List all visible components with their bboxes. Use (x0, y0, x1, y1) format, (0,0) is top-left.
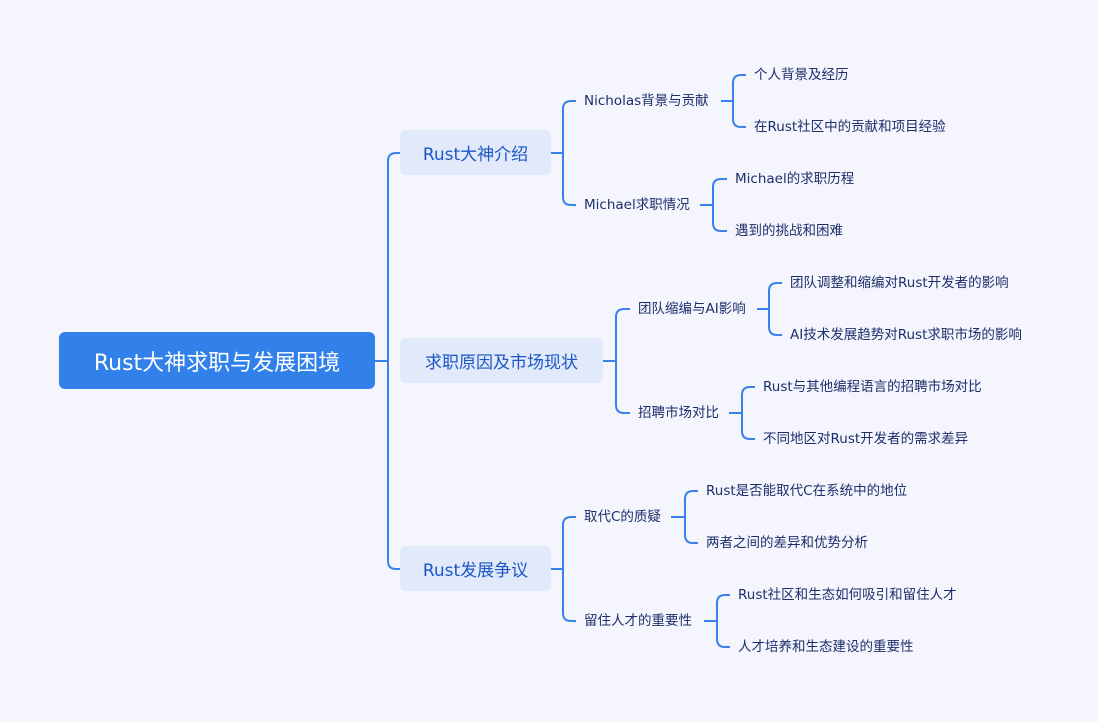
subtopic-1-0-connector-bracket (768, 282, 782, 336)
root-node[interactable]: Rust大神求职与发展困境 (59, 332, 375, 389)
branch-1-connector-bracket (615, 308, 630, 414)
root-label: Rust大神求职与发展困境 (93, 350, 341, 376)
leaf-node-0-0-0[interactable]: 个人背景及经历 (754, 67, 849, 83)
leaf-node-2-0-0[interactable]: Rust是否能取代C在系统中的地位 (706, 483, 908, 499)
leaf-node-1-1-1[interactable]: 不同地区对Rust开发者的需求差异 (763, 431, 969, 447)
subtopic-0-1-connector-bracket (712, 178, 727, 232)
subtopic-node-0-1[interactable]: Michael求职情况 (584, 197, 690, 213)
branch-node-0[interactable]: Rust大神介绍 (400, 130, 551, 175)
subtopic-0-0-connector-bracket (732, 74, 746, 128)
branch-node-1[interactable]: 求职原因及市场现状 (400, 338, 603, 383)
leaf-node-0-1-0[interactable]: Michael的求职历程 (735, 171, 855, 187)
leaf-node-2-0-1[interactable]: 两者之间的差异和优势分析 (706, 535, 868, 551)
subtopic-node-1-1[interactable]: 招聘市场对比 (638, 405, 719, 421)
subtopic-2-0-connector-bracket (684, 490, 698, 544)
leaf-node-1-0-0[interactable]: 团队调整和缩编对Rust开发者的影响 (790, 275, 1009, 291)
subtopic-node-2-1[interactable]: 留住人才的重要性 (584, 613, 692, 629)
leaf-node-1-0-1[interactable]: AI技术发展趋势对Rust求职市场的影响 (790, 327, 1022, 343)
subtopic-1-1-connector-bracket (741, 386, 755, 440)
root-connector-bracket (387, 152, 400, 570)
subtopic-node-0-0[interactable]: Nicholas背景与贡献 (584, 93, 709, 109)
leaf-node-0-0-1[interactable]: 在Rust社区中的贡献和项目经验 (754, 119, 946, 135)
branch-2-connector-bracket (562, 516, 576, 622)
branch-node-2[interactable]: Rust发展争议 (400, 546, 551, 591)
leaf-node-0-1-1[interactable]: 遇到的挑战和困难 (735, 223, 843, 239)
leaf-node-2-1-0[interactable]: Rust社区和生态如何吸引和留住人才 (738, 587, 957, 603)
leaf-node-2-1-1[interactable]: 人才培养和生态建设的重要性 (738, 639, 914, 655)
branch-0-connector-bracket (562, 100, 576, 206)
subtopic-node-1-0[interactable]: 团队缩编与AI影响 (638, 301, 746, 317)
leaf-node-1-1-0[interactable]: Rust与其他编程语言的招聘市场对比 (763, 379, 982, 395)
subtopic-2-1-connector-bracket (716, 594, 730, 648)
subtopic-node-2-0[interactable]: 取代C的质疑 (584, 509, 661, 525)
